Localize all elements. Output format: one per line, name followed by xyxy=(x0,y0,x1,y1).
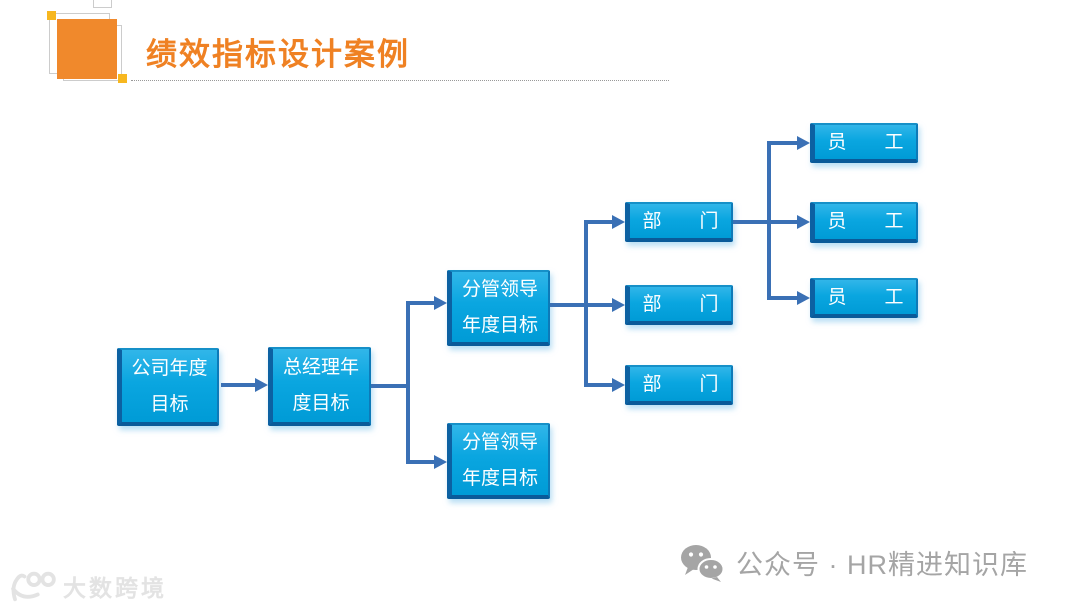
arrowhead-icon xyxy=(612,298,625,312)
connector-gm-stem xyxy=(371,384,408,388)
node-label-line: 度目标 xyxy=(292,393,350,414)
node-division-leader-goal-bottom: 分管领导 年度目标 xyxy=(447,423,550,499)
node-label-line: 分管领导 xyxy=(461,431,538,453)
node-gm-annual-goal: 总经理年 度目标 xyxy=(268,347,371,426)
account-banner: 公众号 · HR精进知识库 xyxy=(680,543,1028,582)
node-label-line: 目标 xyxy=(150,393,189,415)
watermark-text: 大数跨境 xyxy=(63,575,167,601)
node-employee-2: 员 工 xyxy=(810,202,918,243)
connector-leader-stem xyxy=(550,303,586,307)
deco-orange-square xyxy=(57,19,117,79)
wechat-icon xyxy=(681,544,724,582)
connector-dept-emp-3 xyxy=(767,296,798,300)
connector-gm-leader-bottom xyxy=(406,460,435,464)
connector-leader-dept-1 xyxy=(584,220,613,224)
title-underline xyxy=(131,80,669,81)
node-label: 部 门 xyxy=(642,293,719,315)
node-department-2: 部 门 xyxy=(625,285,733,325)
arrowhead-icon xyxy=(797,291,810,305)
node-label-line: 分管领导 xyxy=(461,278,538,300)
connector-company-gm xyxy=(221,383,256,387)
node-label-line: 年度目标 xyxy=(461,314,538,336)
node-label: 部 门 xyxy=(642,373,719,395)
arrowhead-icon xyxy=(612,215,625,229)
arrowhead-icon xyxy=(255,378,268,392)
node-company-annual-goal: 公司年度 目标 xyxy=(117,348,219,426)
account-name-text: 公众号 · HR精进知识库 xyxy=(736,550,1028,580)
connector-dept-emp-2 xyxy=(767,220,798,224)
node-label: 员 工 xyxy=(827,131,904,153)
connector-dept-stem xyxy=(733,220,769,224)
node-label-line: 公司年度 xyxy=(131,357,208,379)
deco-corner-dot-bottomright xyxy=(118,74,127,83)
deco-corner-dot-topleft xyxy=(47,11,56,20)
node-division-leader-goal-top: 分管领导 年度目标 xyxy=(447,270,550,346)
arrowhead-icon xyxy=(612,378,625,392)
connector-gm-leader-top xyxy=(406,301,435,305)
watermark-logo-icon xyxy=(11,571,56,602)
arrowhead-icon xyxy=(797,215,810,229)
node-employee-1: 员 工 xyxy=(810,123,918,163)
node-label: 员 工 xyxy=(827,286,904,308)
node-label-line: 年度目标 xyxy=(461,467,538,489)
node-label: 员 工 xyxy=(827,211,904,232)
arrowhead-icon xyxy=(434,455,447,469)
connector-gm-branch-vertical xyxy=(406,301,410,464)
node-label-line: 总经理年 xyxy=(282,357,359,378)
connector-leader-dept-2 xyxy=(584,303,613,307)
connector-leader-dept-3 xyxy=(584,383,613,387)
node-department-1: 部 门 xyxy=(625,202,733,242)
node-employee-3: 员 工 xyxy=(810,278,918,318)
node-department-3: 部 门 xyxy=(625,365,733,405)
connector-dept-emp-1 xyxy=(767,141,798,145)
deco-outline-square-top xyxy=(93,0,112,8)
arrowhead-icon xyxy=(797,136,810,150)
watermark: 大数跨境 xyxy=(8,568,167,604)
arrowhead-icon xyxy=(434,296,447,310)
node-label: 部 门 xyxy=(642,210,719,232)
page-title: 绩效指标设计案例 xyxy=(146,37,410,72)
